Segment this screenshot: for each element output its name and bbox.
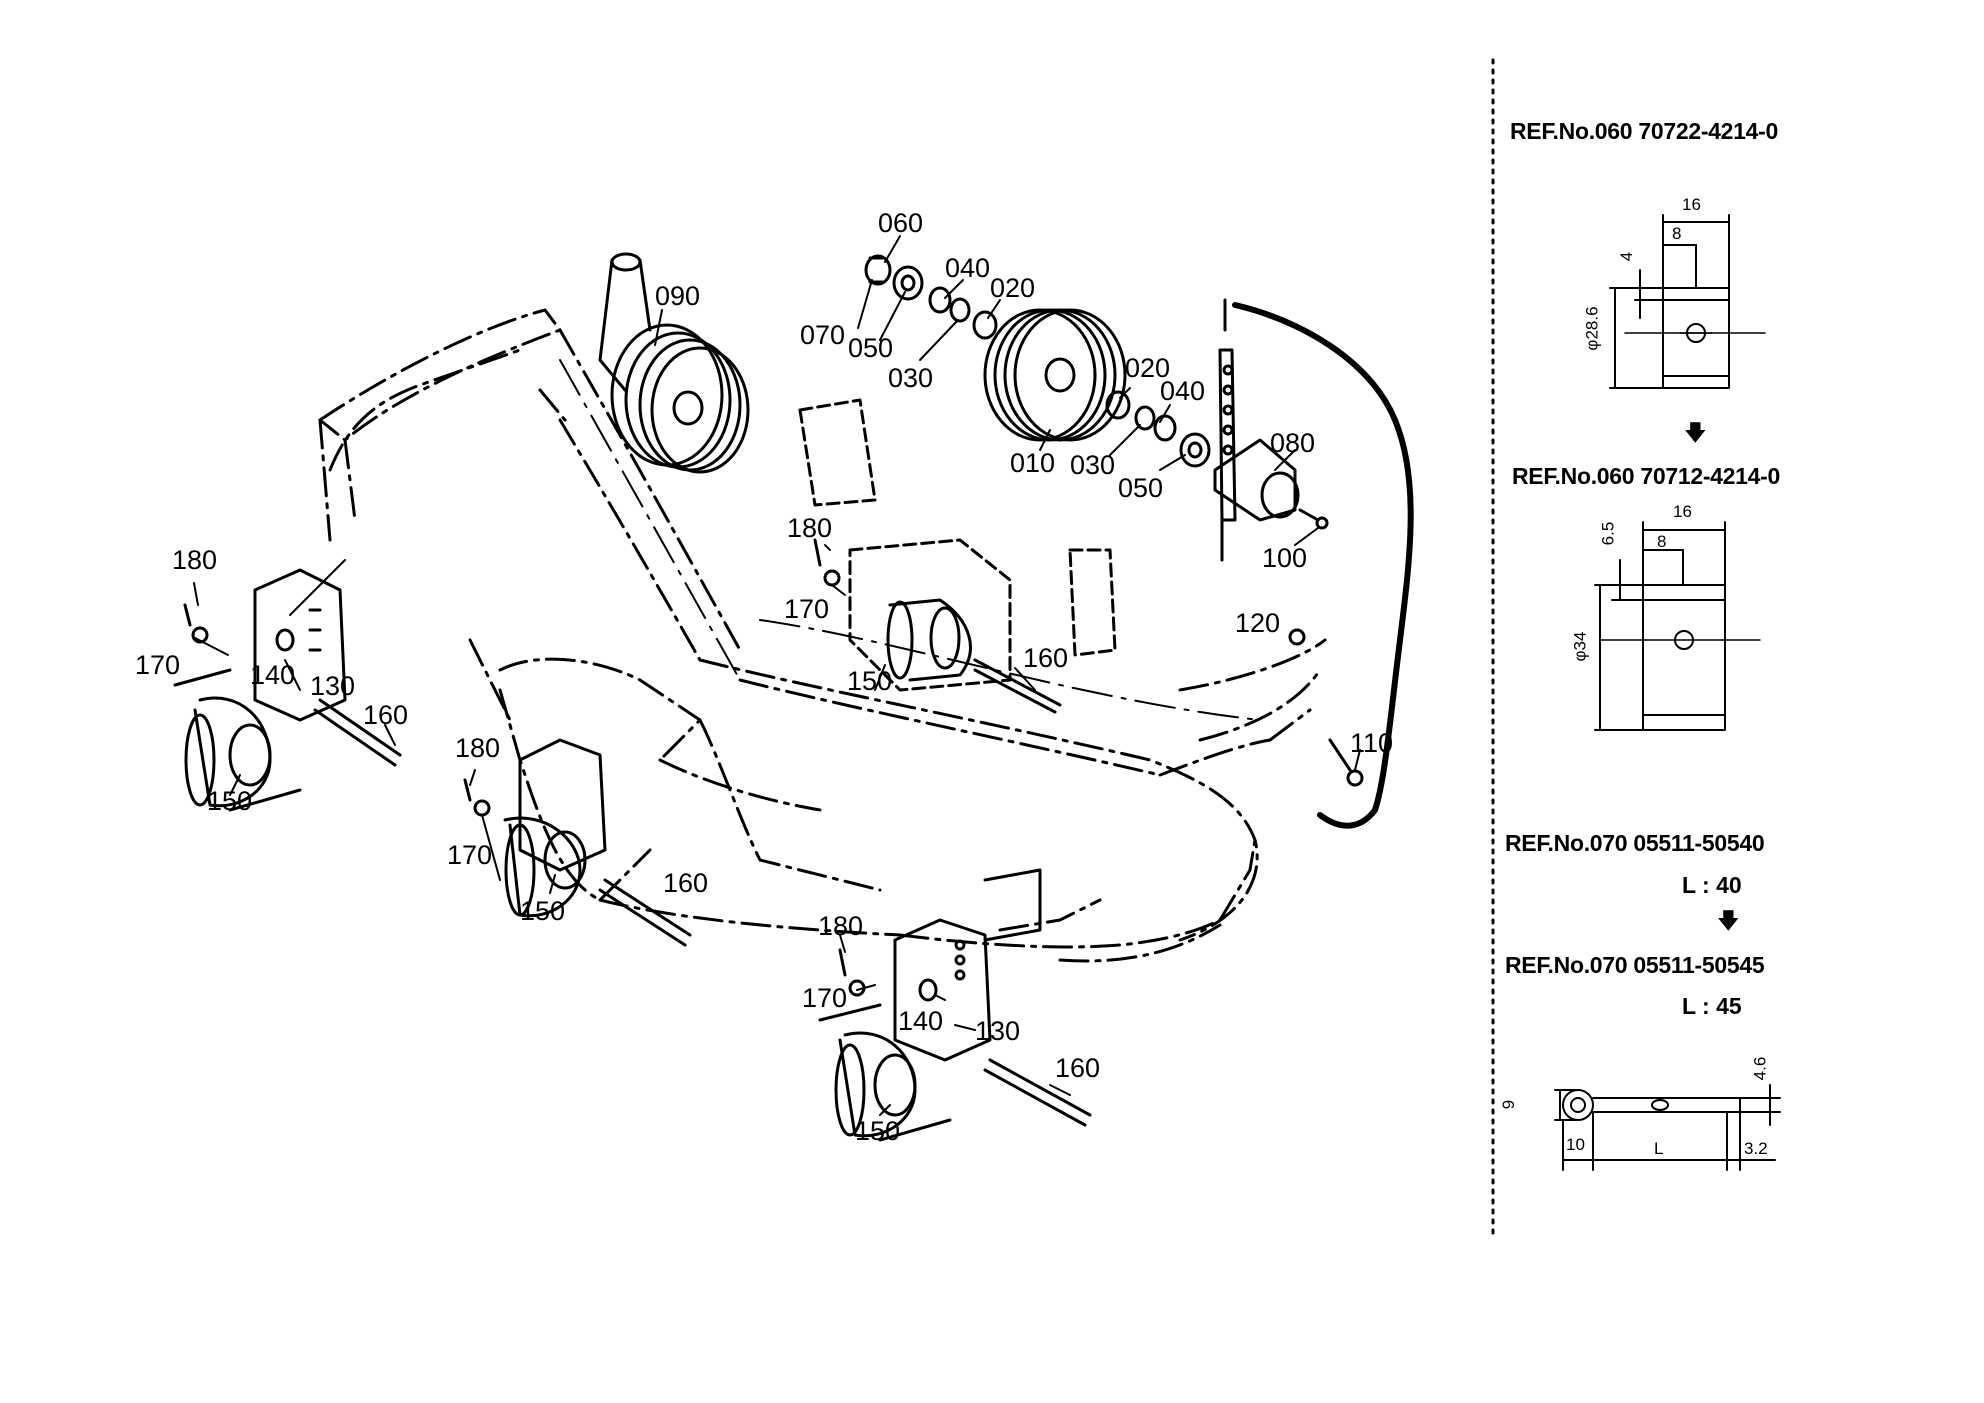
drive-belt — [1232, 302, 1414, 829]
dim-phi-34: φ34 — [1570, 631, 1590, 662]
callout-150: 150 — [855, 1116, 901, 1146]
callout-130: 130 — [310, 671, 356, 701]
callout-030: 030 — [888, 363, 934, 393]
callout-010: 010 — [1010, 448, 1056, 478]
callout-020: 020 — [990, 273, 1036, 303]
dim-8: 8 — [1657, 532, 1667, 551]
detail-spacer-1 — [1609, 214, 1766, 389]
callout-180: 180 — [818, 911, 864, 941]
callout-070: 070 — [800, 320, 846, 350]
callout-040: 040 — [945, 253, 991, 283]
down-arrow-icon: 🡇 — [1717, 908, 1740, 933]
callout-170: 170 — [135, 650, 181, 680]
bearing-stack-right — [1105, 390, 1211, 468]
dim-16: 16 — [1673, 502, 1692, 521]
callout-080: 080 — [1270, 428, 1316, 458]
callout-060: 060 — [878, 208, 924, 238]
ref-060-old: REF.No.060 70722-4214-0 — [1510, 118, 1778, 144]
callout-170: 170 — [784, 594, 830, 624]
dim-4: 4 — [1617, 251, 1637, 262]
callout-180: 180 — [172, 545, 218, 575]
callout-150: 150 — [847, 666, 893, 696]
length-45: L : 45 — [1682, 993, 1742, 1019]
callout-030: 030 — [1070, 450, 1116, 480]
callout-170: 170 — [802, 983, 848, 1013]
detail-spacer-2 — [1594, 521, 1761, 731]
callout-140: 140 — [898, 1006, 944, 1036]
left-roller-assembly — [173, 568, 402, 812]
bolts — [183, 538, 1364, 997]
callout-160: 160 — [663, 868, 709, 898]
tension-arm — [1213, 298, 1329, 562]
dim-4-6: 4.6 — [1750, 1056, 1770, 1081]
callout-160: 160 — [1055, 1053, 1101, 1083]
rear-roller — [886, 598, 1062, 714]
idler-pulley-090 — [598, 252, 750, 474]
callout-090: 090 — [655, 281, 701, 311]
callout-110: 110 — [1350, 728, 1394, 758]
dim-3-2: 3.2 — [1744, 1139, 1768, 1158]
leader-lines — [193, 235, 1361, 1116]
dim-16: 16 — [1682, 195, 1701, 214]
callout-100: 100 — [1262, 543, 1308, 573]
middle-roller-assembly — [503, 738, 692, 947]
ref-060-new: REF.No.060 70712-4214-0 — [1512, 463, 1780, 489]
detail-pin — [1554, 1084, 1781, 1171]
callout-120: 120 — [1235, 608, 1281, 638]
callout-050: 050 — [1118, 473, 1164, 503]
ref-070-new: REF.No.070 05511-50545 — [1505, 952, 1765, 978]
dim-6-5: 6.5 — [1598, 521, 1618, 546]
main-pulley-010 — [983, 308, 1127, 442]
length-40: L : 40 — [1682, 872, 1742, 898]
callout-130: 130 — [975, 1016, 1021, 1046]
callout-020: 020 — [1125, 353, 1171, 383]
bearing-stack-left — [864, 254, 998, 340]
down-arrow-icon: 🡇 — [1684, 420, 1707, 445]
callout-180: 180 — [787, 513, 833, 543]
dim-phi-28-6: φ28.6 — [1582, 306, 1602, 351]
front-roller-assembly — [818, 868, 1092, 1142]
dim-8: 8 — [1672, 224, 1682, 243]
dim-10: 10 — [1566, 1135, 1585, 1154]
callout-150: 150 — [520, 896, 566, 926]
callout-170: 170 — [447, 840, 493, 870]
dim-9: 9 — [1499, 1099, 1519, 1110]
callout-150: 150 — [207, 786, 253, 816]
ref-070-old: REF.No.070 05511-50540 — [1505, 830, 1765, 856]
callout-140: 140 — [250, 660, 296, 690]
callout-040: 040 — [1160, 376, 1206, 406]
callout-160: 160 — [363, 700, 409, 730]
dim-L: L — [1654, 1139, 1664, 1158]
callout-160: 160 — [1023, 643, 1069, 673]
callout-180: 180 — [455, 733, 501, 763]
callout-050: 050 — [848, 333, 894, 363]
